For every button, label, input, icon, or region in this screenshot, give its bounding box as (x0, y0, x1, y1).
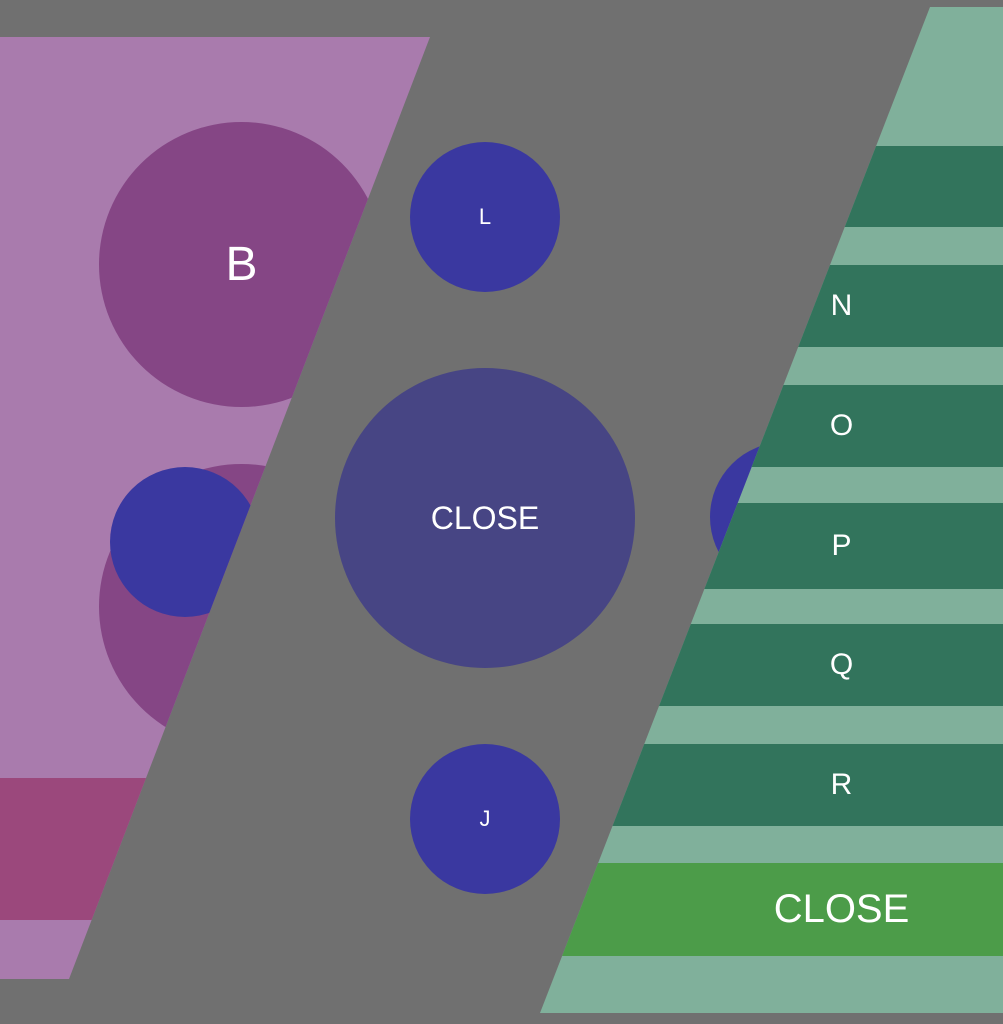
list-item-n-label: N (830, 289, 853, 322)
green-strip-top (540, 146, 1003, 227)
list-item-n[interactable]: N (540, 265, 1003, 347)
button-l-label: L (478, 204, 492, 229)
button-j-label: J (479, 806, 491, 831)
button-b[interactable]: B (99, 122, 384, 407)
button-l[interactable]: L (410, 142, 560, 292)
list-item-r-label: R (830, 768, 853, 801)
list-item-p-label: P (831, 529, 852, 562)
magenta-bar (0, 778, 160, 920)
center-close-label: CLOSE (430, 499, 540, 536)
list-item-o-label: O (829, 409, 854, 442)
list-item-r[interactable]: R (540, 744, 1003, 826)
button-b-label: B (225, 238, 258, 291)
list-item-q[interactable]: Q (540, 624, 1003, 706)
center-close-button[interactable]: CLOSE (335, 368, 635, 668)
green-close-button[interactable]: CLOSE (540, 863, 1003, 956)
button-j[interactable]: J (410, 744, 560, 894)
blue-circle-button-left[interactable] (110, 467, 260, 617)
green-close-label: CLOSE (773, 887, 910, 931)
list-item-q-label: Q (829, 648, 854, 681)
